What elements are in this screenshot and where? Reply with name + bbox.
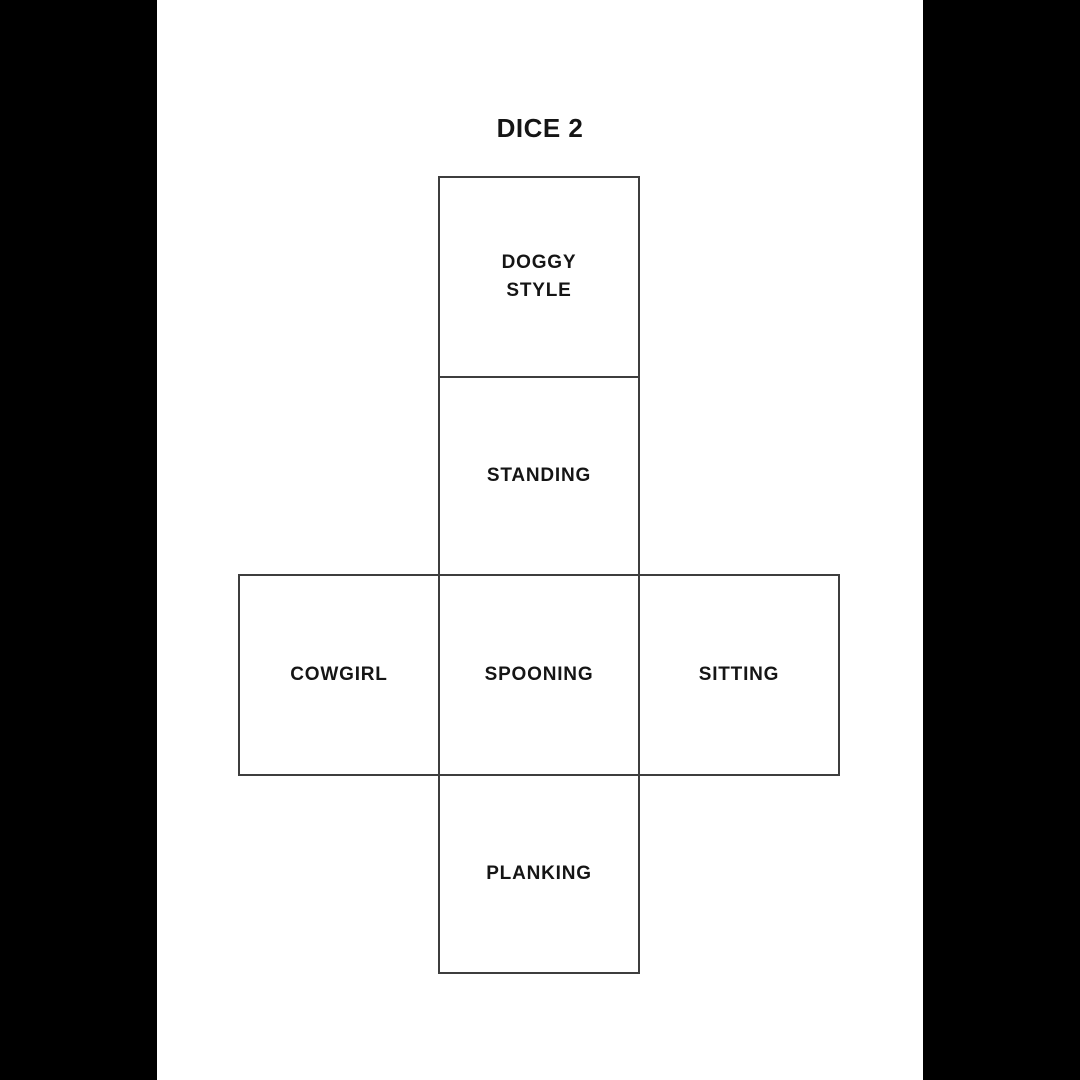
dice-face-planking: PLANKING [438, 774, 640, 974]
dice-face-label: PLANKING [486, 863, 592, 885]
dice-face-label: SPOONING [484, 664, 594, 686]
dice-face-label: STANDING [486, 465, 592, 487]
dice-face-doggy-style: DOGGY STYLE [438, 176, 640, 378]
dice-face-sitting: SITTING [638, 574, 840, 776]
dice-face-label: SITTING [698, 664, 780, 686]
page-title: DICE 2 [496, 113, 584, 143]
dice-face-label: DOGGY STYLE [501, 252, 577, 301]
dice-face-cowgirl: COWGIRL [238, 574, 440, 776]
dice-face-standing: STANDING [438, 376, 640, 576]
dice-face-label: COWGIRL [290, 664, 388, 686]
dice-face-spooning: SPOONING [438, 574, 640, 776]
